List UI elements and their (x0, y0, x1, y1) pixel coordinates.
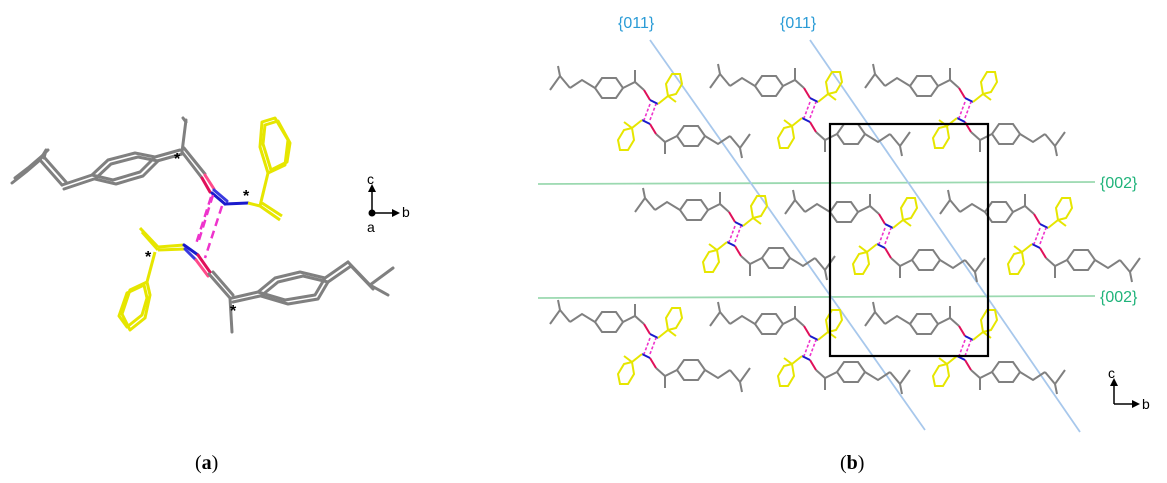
panel-a-axis-c: c (367, 171, 374, 187)
plane-011-label-1: {011} (618, 15, 655, 32)
plane-002-label-2: {002} (1100, 289, 1138, 306)
packed-dimer-r3-2 (710, 302, 910, 394)
unit-cell (828, 122, 990, 358)
packed-dimer-r3-3 (865, 302, 1065, 394)
panel-b-axis-b: b (1142, 396, 1150, 412)
stereo-marker-2: * (243, 188, 250, 205)
packed-dimer-r1-1 (550, 66, 750, 158)
panel-b-axis-indicator: c b (1108, 365, 1150, 412)
dimer-lower-phenyl (117, 226, 186, 332)
dimer-lower-amide (182, 243, 212, 278)
plane-011-label-2: {011} (780, 15, 817, 32)
panel-b-caption: (b) (840, 452, 865, 474)
panel-b-caption-letter: b (846, 452, 858, 474)
stereo-marker-3: * (145, 249, 152, 266)
dimer-lower-chain (207, 260, 395, 334)
plane-002-label-1: {002} (1100, 175, 1138, 192)
packed-dimer-r2-2 (785, 190, 985, 282)
packed-dimer-r2-3 (940, 190, 1140, 282)
plane-002-line-1 (537, 181, 1096, 185)
panel-a-axis-b: b (402, 204, 410, 220)
panel-a-caption-letter: a (201, 452, 212, 474)
stereo-marker-4: * (230, 303, 237, 320)
packed-dimer-r3-1 (550, 300, 750, 392)
panel-a-axis-a: a (367, 219, 375, 235)
panel-b-axis-c: c (1108, 365, 1115, 381)
panel-b-crystal-packing: {011} {011} {002} {002} c b (537, 15, 1150, 433)
dimer-upper-phenyl (247, 116, 292, 222)
packed-dimer-r2-1 (635, 188, 835, 280)
dimer-upper-amide (200, 173, 250, 206)
plane-011-line-2 (809, 39, 1081, 433)
plane-002-line-2 (537, 295, 1096, 299)
plane-011-line-1 (649, 39, 926, 431)
hydrogen-bonds (194, 194, 224, 259)
panel-a-axis-indicator: c b a (367, 171, 410, 235)
panel-a-molecular-dimer: * * (10, 116, 410, 334)
packed-dimer-r1-3 (865, 64, 1065, 156)
stereo-marker-1: * (174, 151, 181, 168)
panel-a-caption: (a) (195, 452, 219, 474)
dimer-upper-chain (10, 116, 207, 191)
